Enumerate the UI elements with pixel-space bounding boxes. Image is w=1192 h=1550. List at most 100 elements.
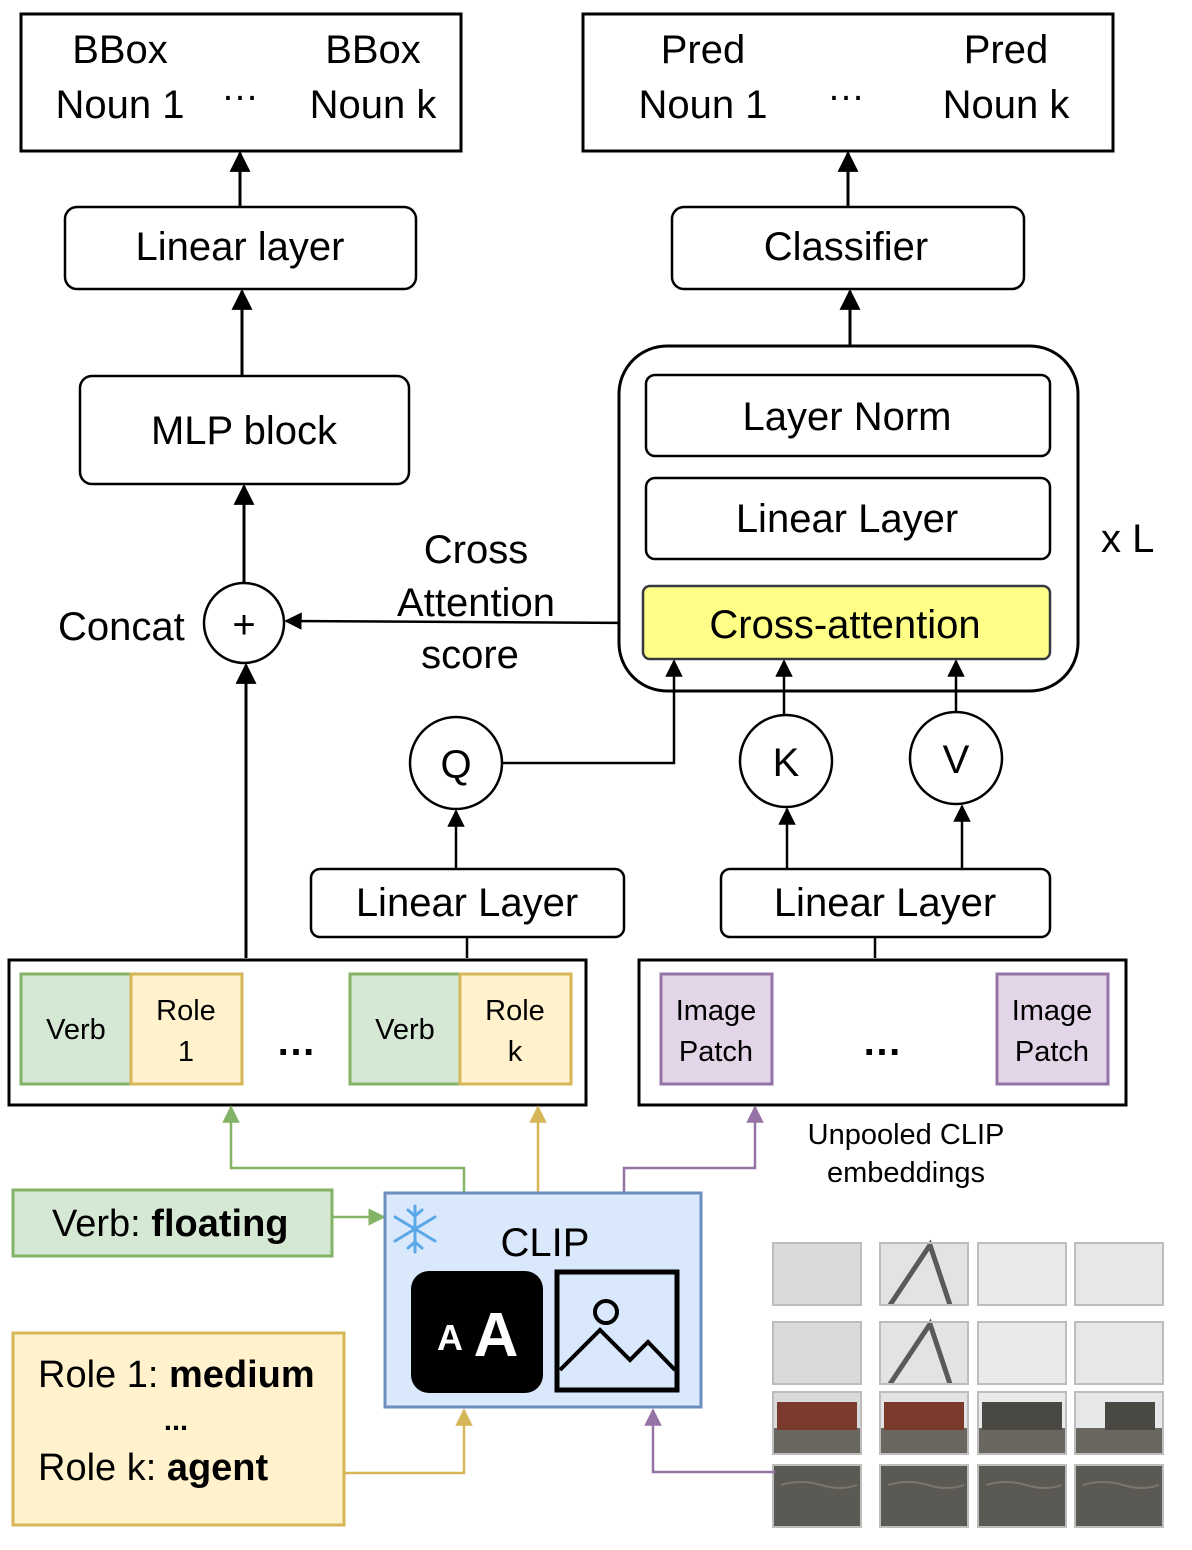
linear-layer-image-block: Linear Layer [719,867,1052,939]
image-patch-tile [772,1321,862,1385]
image-patch-tile [977,1391,1067,1455]
v-node: V [908,710,1004,806]
linear-layer-inner-block: Linear Layer [644,476,1052,561]
classifier-block: Classifier [670,205,1026,291]
image-patch-k-line2: Patch [1015,1036,1089,1068]
image-encoder-icon [554,1269,680,1393]
image-patch-tile [879,1391,969,1455]
layer-norm-label: Layer Norm [743,395,952,439]
arrow-image-to-clip [644,1408,775,1474]
concat-plus-symbol: + [232,603,255,647]
verb-input-box: Verb: floating [11,1188,334,1258]
image-patch-tile [879,1239,969,1307]
bbox-colk-line2: Noun k [310,83,438,127]
pred-output-box: Pred Noun 1 … Pred Noun k [581,12,1115,153]
cross-attention-block: Cross-attention [641,584,1052,661]
image-patch-tile [1074,1321,1164,1385]
v-label: V [943,738,970,782]
score-label-line3: score [421,633,519,677]
svg-text:A: A [474,1301,519,1370]
verb-input-prefix: Verb: [52,1203,151,1245]
arrow-clip-to-verb-token [222,1105,466,1193]
image-tokens-ellipsis: … [862,1020,902,1064]
mlp-block: MLP block [78,374,411,486]
role-input-ellipsis: ... [164,1405,188,1437]
concat-label: Concat [58,605,185,649]
image-patch-tile [977,1242,1067,1306]
image-patch-tile [879,1464,969,1528]
concat-node: + [202,581,286,665]
linear-layer-text-block: Linear Layer [309,867,626,939]
pred-colk-line1: Pred [964,28,1049,72]
image-tokens-container: Image Patch … Image Patch [637,958,1128,1107]
verb-token-1-label: Verb [46,1014,106,1046]
role-token-1-line1: Role [156,995,216,1027]
linear-layer-top-label: Linear layer [135,225,344,269]
cross-attention-label: Cross-attention [709,603,980,647]
role1-input-value: medium [169,1354,315,1396]
score-label-line2: Attention [397,581,555,625]
bbox-colk-line1: BBox [325,28,421,72]
clip-model-box: CLIP A A [383,1191,703,1409]
image-patch-tile [772,1242,862,1306]
linear-layer-top-block: Linear layer [63,205,418,291]
linear-layer-image-label: Linear Layer [774,881,996,925]
role1-input-prefix: Role 1: [38,1354,169,1396]
bbox-col1-line1: BBox [72,28,168,72]
mlp-block-label: MLP block [151,409,338,453]
text-encoder-icon: A A [411,1271,543,1393]
verb-token-k: Verb [348,972,462,1086]
role1-input-text: Role 1: medium [38,1354,315,1396]
pred-col1-line1: Pred [661,28,746,72]
linear-layer-inner-label: Linear Layer [736,497,958,541]
repeat-label: x L [1101,517,1154,561]
bbox-output-box: BBox Noun 1 … BBox Noun k [19,12,463,153]
unpooled-label-line1: Unpooled CLIP [808,1119,1005,1151]
image-patch-tile [1074,1242,1164,1306]
role-token-k: Role k [458,972,573,1086]
verb-token-k-label: Verb [375,1014,435,1046]
snowflake-icon [393,1204,437,1254]
k-label: K [773,741,800,785]
k-node: K [738,713,834,809]
input-image-patch-grid [772,1239,1164,1528]
arrow-score-to-concat [284,612,644,630]
rolek-input-value: agent [167,1447,269,1489]
q-label: Q [440,743,471,787]
pred-ellipsis: … [827,67,865,109]
role-token-k-line1: Role [485,995,545,1027]
image-patch-tile [772,1464,862,1528]
image-patch-1-line2: Patch [679,1036,753,1068]
role-token-k-line2: k [508,1036,523,1068]
verb-input-text: Verb: floating [52,1203,289,1245]
role-input-box: Role 1: medium ... Role k: agent [11,1331,346,1527]
image-patch-1-line1: Image [676,995,757,1027]
pred-colk-line2: Noun k [943,83,1071,127]
arrow-q-to-cross-attention [502,659,683,765]
bbox-col1-line2: Noun 1 [56,83,185,127]
unpooled-label-line2: embeddings [827,1157,985,1189]
image-patch-tile [1074,1391,1164,1455]
rolek-input-text: Role k: agent [38,1447,269,1489]
image-patch-tile [1074,1464,1164,1528]
transformer-stack: Layer Norm Linear Layer Cross-attention [617,344,1080,693]
text-tokens-container: Verb Role 1 … Verb Role k [7,958,588,1107]
bbox-ellipsis: … [221,67,259,109]
rolek-input-prefix: Role k: [38,1447,167,1489]
q-node: Q [408,715,504,811]
text-tokens-ellipsis: … [276,1020,316,1064]
layer-norm-block: Layer Norm [644,373,1052,458]
pred-col1-line2: Noun 1 [639,83,768,127]
image-patch-tile [977,1464,1067,1528]
image-patch-token-1: Image Patch [659,972,774,1086]
role-token-1-line2: 1 [178,1036,194,1068]
image-patch-tile [772,1391,862,1455]
svg-text:A: A [437,1317,463,1358]
image-patch-k-line1: Image [1012,995,1093,1027]
image-patch-token-k: Image Patch [995,972,1110,1086]
arrow-role-input-to-clip [344,1408,473,1475]
classifier-label: Classifier [764,225,928,269]
verb-token-1: Verb [19,972,133,1086]
